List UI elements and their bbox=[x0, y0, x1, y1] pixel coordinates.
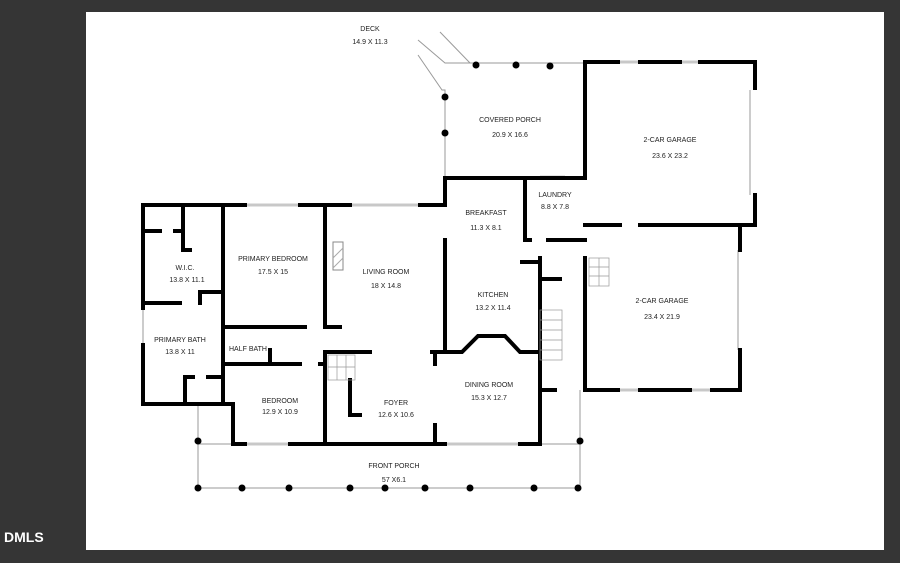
dmls-logo: DMLS bbox=[4, 529, 44, 545]
dining-room-name: DINING ROOM bbox=[465, 382, 513, 389]
breakfast-name: BREAKFAST bbox=[465, 210, 507, 217]
floor-plan-sheet: DECK 14.9 X 11.3 COVERED PORCH 20.9 X 16… bbox=[86, 12, 884, 550]
garage-upper-name: 2-CAR GARAGE bbox=[644, 137, 697, 144]
dining-room-size: 15.3 X 12.7 bbox=[471, 395, 507, 402]
laundry-size: 8.8 X 7.8 bbox=[541, 204, 569, 211]
deck-size: 14.9 X 11.3 bbox=[352, 39, 387, 46]
living-room-name: LIVING ROOM bbox=[363, 269, 410, 276]
living-room-size: 18 X 14.8 bbox=[371, 283, 401, 290]
laundry-name: LAUNDRY bbox=[538, 192, 572, 199]
half-bath-name: HALF BATH bbox=[229, 346, 267, 353]
garage-upper-size: 23.6 X 23.2 bbox=[652, 153, 688, 160]
garage-lower-size: 23.4 X 21.9 bbox=[644, 314, 680, 321]
kitchen-name: KITCHEN bbox=[478, 292, 509, 299]
deck-name: DECK bbox=[360, 26, 380, 33]
bedroom-size: 12.9 X 10.9 bbox=[262, 409, 298, 416]
floor-plan: DECK 14.9 X 11.3 COVERED PORCH 20.9 X 16… bbox=[141, 26, 757, 492]
primary-bath-size: 13.8 X 11 bbox=[165, 349, 195, 356]
bedroom-name: BEDROOM bbox=[262, 398, 298, 405]
primary-bedroom-name: PRIMARY BEDROOM bbox=[238, 256, 308, 263]
porch-columns bbox=[194, 61, 584, 492]
foyer-size: 12.6 X 10.6 bbox=[378, 412, 414, 419]
front-porch-size: 57 X6.1 bbox=[382, 477, 406, 484]
fireplace-icon bbox=[332, 241, 344, 271]
primary-bath-name: PRIMARY BATH bbox=[154, 337, 206, 344]
front-porch-name: FRONT PORCH bbox=[368, 463, 419, 470]
covered-porch-size: 20.9 X 16.6 bbox=[492, 132, 528, 139]
foyer-name: FOYER bbox=[384, 400, 408, 407]
breakfast-size: 11.3 X 8.1 bbox=[470, 225, 502, 232]
walls bbox=[141, 60, 757, 446]
stairs-icon bbox=[327, 257, 610, 381]
covered-porch-name: COVERED PORCH bbox=[479, 117, 541, 124]
wic-name: W.I.C. bbox=[175, 265, 194, 272]
primary-bedroom-size: 17.5 X 15 bbox=[258, 269, 288, 276]
wic-size: 13.8 X 11.1 bbox=[169, 277, 204, 284]
kitchen-size: 13.2 X 11.4 bbox=[475, 305, 510, 312]
garage-lower-name: 2-CAR GARAGE bbox=[636, 298, 689, 305]
room-labels: DECK 14.9 X 11.3 COVERED PORCH 20.9 X 16… bbox=[154, 26, 697, 484]
